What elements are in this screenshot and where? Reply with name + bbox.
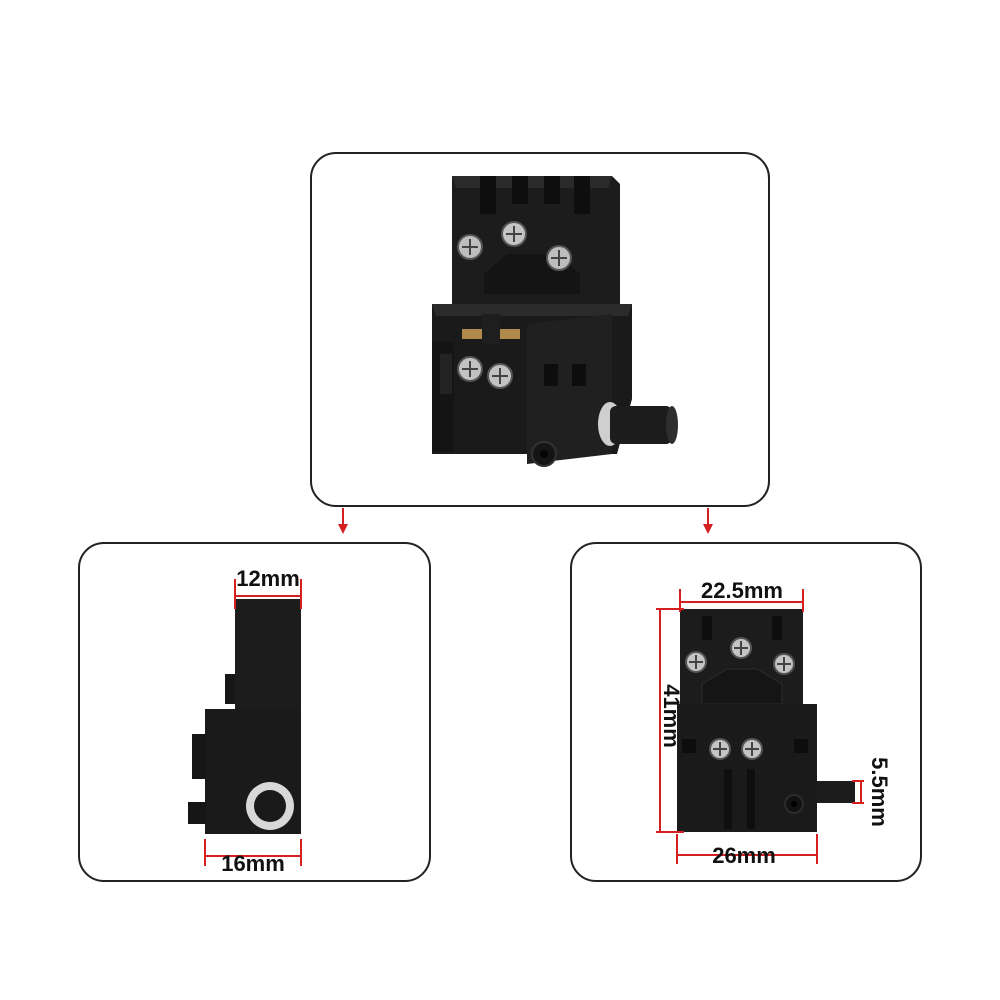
dim-line-16mm xyxy=(204,839,302,866)
dim-label-22-5mm: 22.5mm xyxy=(701,578,783,603)
dim-label-16mm: 16mm xyxy=(221,851,285,876)
plunger-button xyxy=(598,402,678,446)
screw-icon xyxy=(487,363,513,389)
dim-label-12mm: 12mm xyxy=(236,566,300,591)
screw-icon xyxy=(773,653,795,675)
front-view-diagram: 22.5mm 41mm 26mm 5.5mm xyxy=(656,578,892,868)
plunger-ring xyxy=(246,782,294,830)
screw-icon xyxy=(501,221,527,247)
dim-line-5-5mm xyxy=(852,780,864,804)
product-photo-panel xyxy=(310,152,770,507)
side-view-diagram: 12mm 16mm xyxy=(188,566,302,876)
plunger-button xyxy=(817,781,855,803)
dim-label-5-5mm: 5.5mm xyxy=(867,757,892,827)
arrow-to-right-panel xyxy=(703,508,713,534)
dim-line-26mm xyxy=(676,834,818,864)
front-view-panel: 22.5mm 41mm 26mm 5.5mm xyxy=(570,542,922,882)
side-view-panel: 12mm 16mm xyxy=(78,542,431,882)
dim-label-41mm: 41mm xyxy=(659,684,684,748)
screw-icon xyxy=(546,245,572,271)
dim-line-41mm xyxy=(656,608,684,833)
dim-line-12mm xyxy=(234,579,302,609)
screw-icon xyxy=(709,738,731,760)
screw-icon xyxy=(685,651,707,673)
screw-icon xyxy=(457,234,483,260)
switch-3d-illustration xyxy=(432,176,678,467)
arrow-to-left-panel xyxy=(338,508,348,534)
screw-icon xyxy=(457,356,483,382)
dim-label-26mm: 26mm xyxy=(712,843,776,868)
screw-icon xyxy=(741,738,763,760)
screw-icon xyxy=(730,637,752,659)
